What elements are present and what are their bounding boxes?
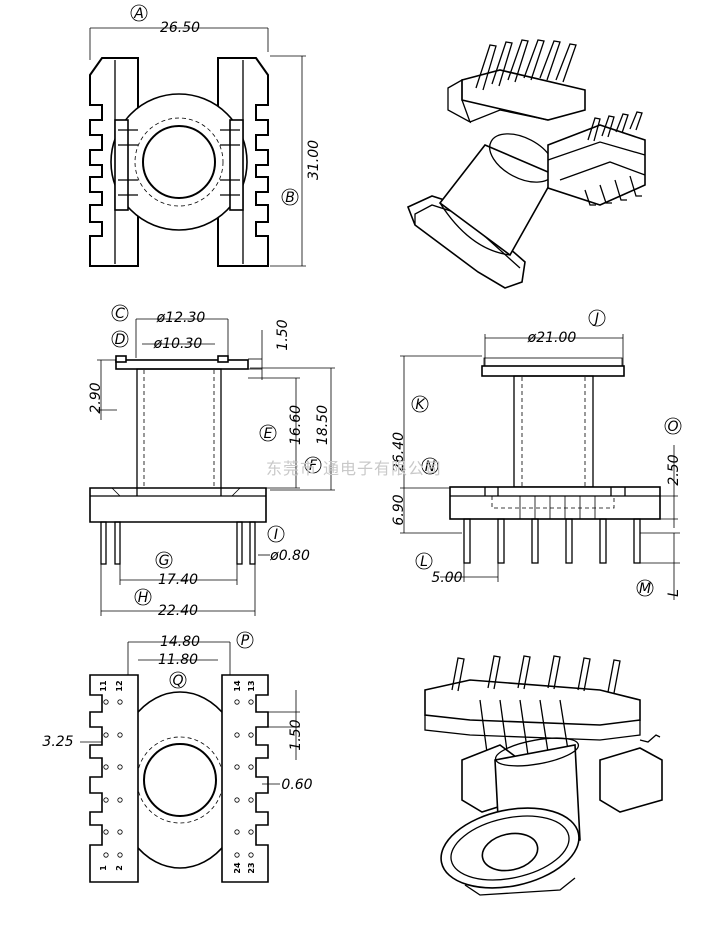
label-c: C [115,306,125,322]
pin-number-23: 23 [247,862,256,873]
dim-height-overall: 31.00 [306,140,322,180]
dim-width-overall: 26.50 [160,20,200,36]
pin-number-2: 2 [115,865,124,871]
label-q: Q [172,673,183,689]
label-e: E [264,426,273,442]
dim-total-height: 26.40 [391,432,407,472]
label-m: M [639,581,651,597]
pin-number-12: 12 [115,680,124,691]
label-a: A [133,6,144,22]
label-k: K [415,397,426,413]
pin-number-13: 13 [247,680,256,691]
label-j: J [592,311,599,327]
pin-number-24: 24 [233,862,242,874]
dim-slot-width: 0.60 [281,777,312,793]
side-pin-group [584,111,643,206]
dim-flange-dia-side: ø21.00 [527,330,577,346]
dim-pin-pitch: 5.00 [431,570,462,586]
label-b: B [285,190,295,206]
bottom-view: 14.80 P 11.80 Q 11 [42,631,313,883]
dim-pin-dia: ø0.80 [269,548,310,564]
dim-slot-height: 1.50 [288,719,304,750]
dim-flange-thk: 1.50 [275,319,291,350]
top-view: A 26.50 31.00 B [89,4,322,267]
dim-body-height: 18.50 [315,405,331,445]
label-p: P [241,633,250,649]
top-pin-group [475,39,577,91]
label-i: I [274,527,278,543]
pin-number-11: 11 [99,680,108,692]
dim-flange-od: ø12.30 [156,310,206,326]
pin-holes [103,699,254,858]
pin-number-14: 14 [233,680,242,692]
label-o: O [667,419,678,435]
dim-core-id: ø10.30 [153,336,203,352]
dim-pin-length: L [666,589,682,597]
dim-pin-row-outer: 22.40 [158,603,198,619]
dim-slot-pitch: 3.25 [42,734,73,750]
label-g: G [159,553,170,569]
dim-pin-row-inner: 17.40 [158,572,198,588]
iso-view-top [406,39,646,289]
side-view: J ø21.00 K 26.40 6.90 N [391,309,682,600]
label-l: L [420,554,428,570]
label-f: F [309,458,318,474]
label-d: D [115,332,126,348]
iso-bottom-pins [451,655,621,694]
dim-bottom-inner: 11.80 [158,652,198,668]
dim-bottom-outer: 14.80 [160,634,200,650]
dim-base-height: 6.90 [391,494,407,525]
pin-number-1: 1 [99,865,108,871]
front-view: C D ø12.30 ø10.30 1.50 2.90 16.60 18.50 … [88,304,335,619]
label-n: N [425,459,436,475]
label-h: H [138,590,149,606]
dim-base-step: 2.50 [666,454,682,485]
dim-winding-height: 16.60 [288,405,304,445]
watermark: 东莞市 通电子有限公司 [266,459,442,478]
iso-view-bottom [424,655,663,896]
dim-top-offset: 2.90 [88,382,104,413]
